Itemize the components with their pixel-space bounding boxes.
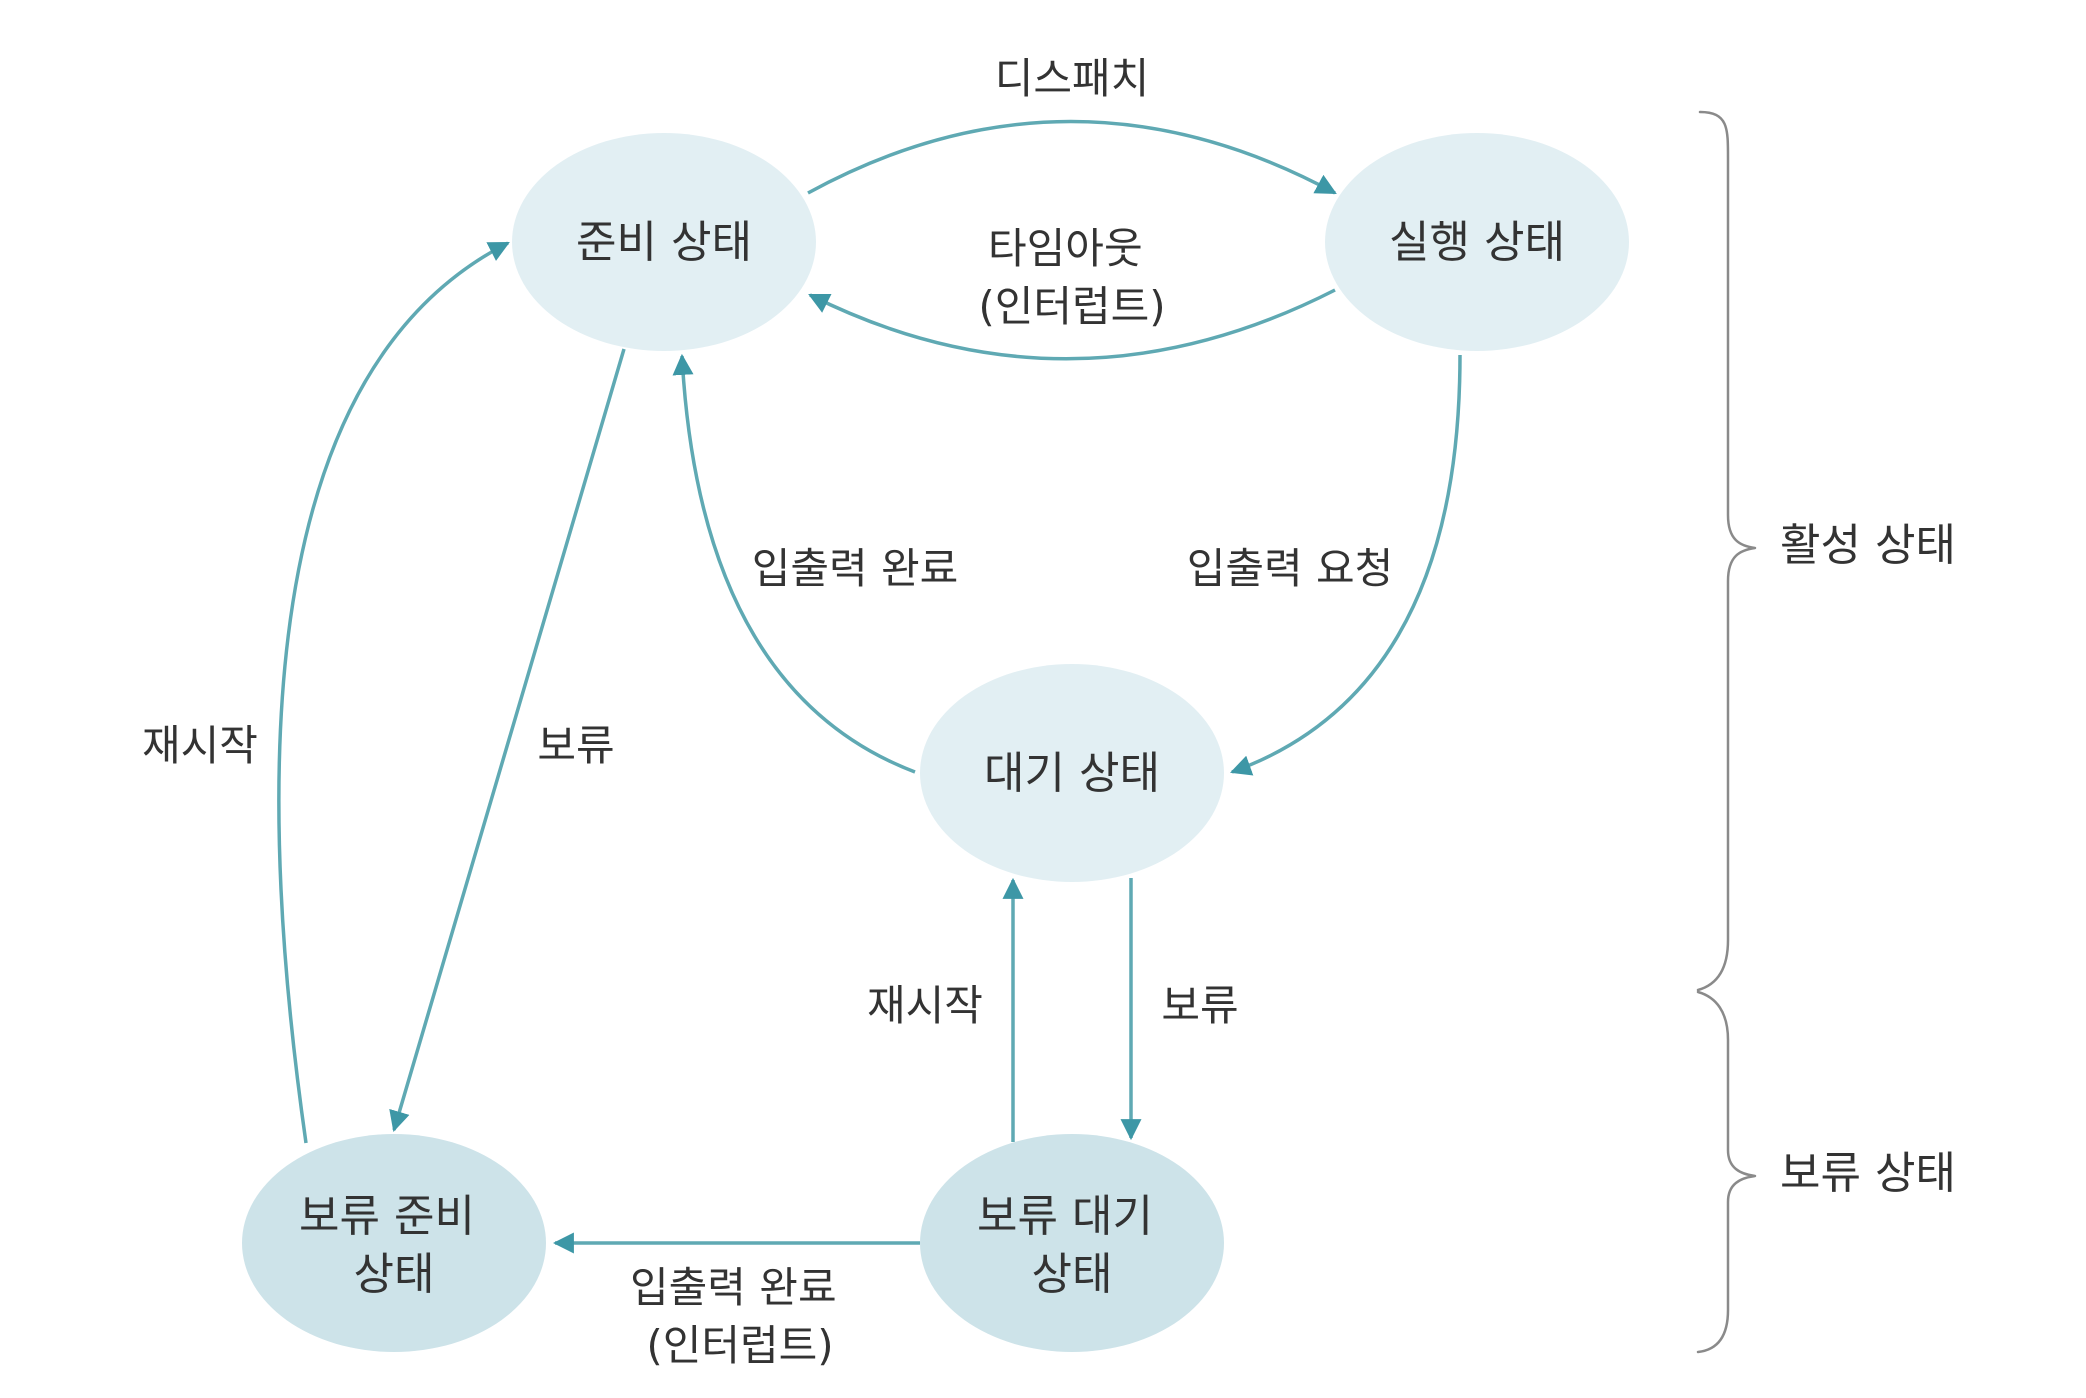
node-ready-ellipse <box>512 133 816 351</box>
node-running-ellipse <box>1325 133 1629 351</box>
node-suspended-waiting-label-line1: 보류 대기 <box>977 1191 1153 1242</box>
edge-label-io-complete: 입출력 완료 <box>752 544 959 593</box>
svg-text:타임아웃 (인터럽트): 타임아웃 (인터럽트) <box>978 224 1165 331</box>
node-suspended-ready-ellipse <box>242 1134 546 1352</box>
edge-label-suspend-mid: 보류 <box>1161 981 1238 1030</box>
node-suspended-waiting-state: 보류 대기 상태 <box>920 1134 1224 1352</box>
svg-text:재시작: 재시작 <box>867 981 983 1030</box>
group-label-suspended: 보류 상태 <box>1780 1148 1956 1199</box>
node-waiting-state: 대기 상태 <box>920 664 1224 882</box>
edge-io-request-arrow <box>1230 354 1462 776</box>
node-suspended-ready-label-line2: 상태 <box>354 1249 435 1300</box>
svg-text:실행 상태: 실행 상태 <box>1389 217 1565 268</box>
group-label-active: 활성 상태 <box>1780 520 1956 571</box>
svg-text:준비 상태: 준비 상태 <box>576 217 752 268</box>
node-suspended-waiting-ellipse <box>920 1134 1224 1352</box>
svg-text:활성 상태: 활성 상태 <box>1780 520 1956 571</box>
node-waiting-label: 대기 상태 <box>984 748 1160 799</box>
edge-suspend-left-arrow <box>389 348 626 1133</box>
edge-timeout-arrow <box>808 288 1336 361</box>
edge-label-suspend-left: 보류 <box>537 721 614 770</box>
node-running-label: 실행 상태 <box>1389 217 1565 268</box>
edge-label-resume-left: 재시작 <box>142 721 258 770</box>
svg-text:재시작: 재시작 <box>142 721 258 770</box>
svg-text:입출력 완료: 입출력 완료 <box>752 544 959 593</box>
svg-text:보류: 보류 <box>1161 981 1238 1030</box>
node-suspended-ready-label-line1: 보류 준비 <box>299 1191 475 1242</box>
svg-text:보류 대기 상태: 보류 대기 상태 <box>977 1191 1167 1300</box>
edge-label-io-complete-interrupt-line1: 입출력 완료 <box>630 1263 837 1312</box>
node-waiting-ellipse <box>920 664 1224 882</box>
svg-text:보류 상태: 보류 상태 <box>1780 1148 1956 1199</box>
svg-text:입출력 요청: 입출력 요청 <box>1187 544 1394 593</box>
edge-label-dispatch: 디스패치 <box>995 54 1150 103</box>
edge-label-io-complete-interrupt-line2: (인터럽트) <box>646 1321 833 1370</box>
svg-text:입출력 완료 (인터럽트): 입출력 완료 (인터럽트) <box>630 1263 850 1370</box>
edge-io-complete-arrow <box>672 353 916 774</box>
node-suspended-ready-state: 보류 준비 상태 <box>242 1134 546 1352</box>
edge-label-timeout-line2: (인터럽트) <box>978 282 1165 331</box>
edge-label-timeout-line1: 타임아웃 <box>988 224 1143 273</box>
edge-dispatch-arrow <box>807 119 1337 195</box>
brace-active <box>1696 110 1757 992</box>
svg-text:보류: 보류 <box>537 721 614 770</box>
node-suspended-waiting-label-line2: 상태 <box>1032 1249 1113 1300</box>
svg-text:보류 준비 상태: 보류 준비 상태 <box>299 1191 489 1300</box>
node-ready-state: 준비 상태 <box>512 133 816 351</box>
edge-label-resume-mid: 재시작 <box>867 981 983 1030</box>
node-running-state: 실행 상태 <box>1325 133 1629 351</box>
edge-label-io-request: 입출력 요청 <box>1187 544 1394 593</box>
edge-resume-left-arrow <box>277 241 510 1144</box>
node-ready-label: 준비 상태 <box>576 217 752 268</box>
svg-text:디스패치: 디스패치 <box>995 54 1150 103</box>
brace-suspended <box>1696 990 1757 1354</box>
svg-text:대기 상태: 대기 상태 <box>984 748 1160 799</box>
